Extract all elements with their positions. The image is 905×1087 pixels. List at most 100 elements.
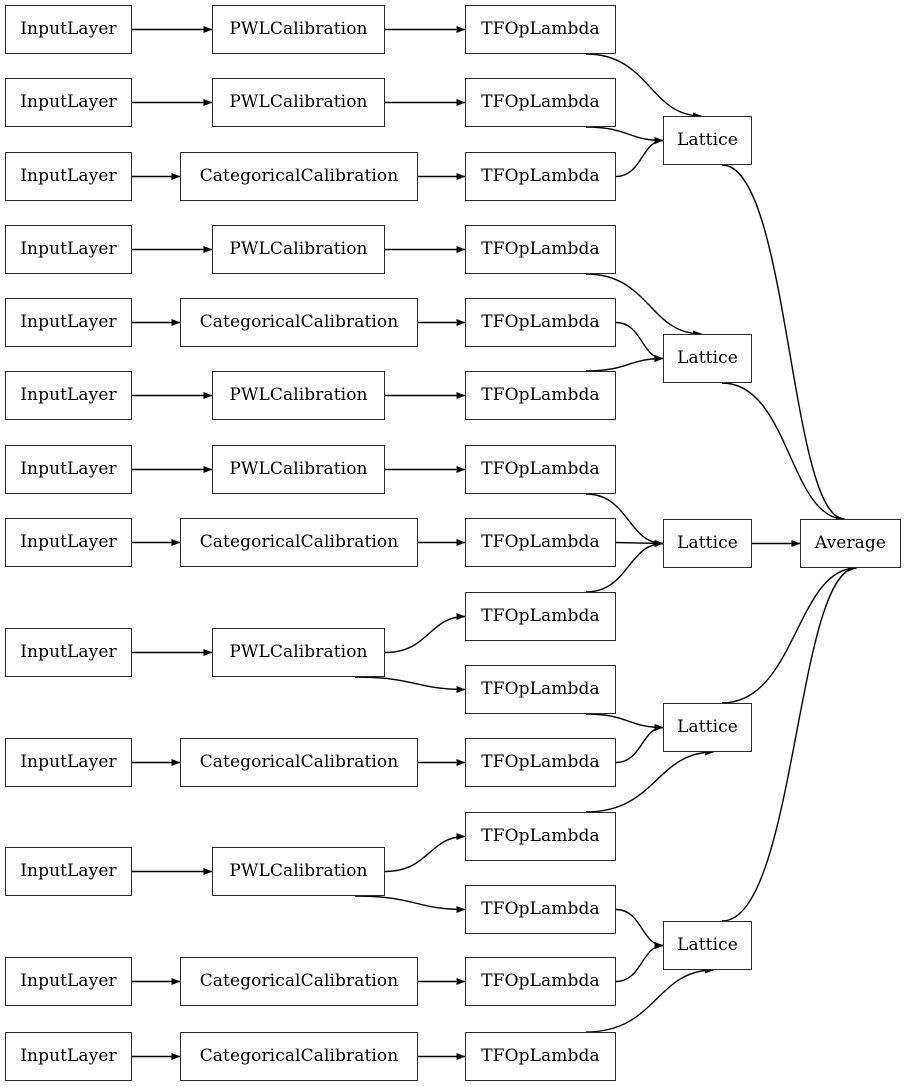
node-label: TFOpLambda	[481, 826, 600, 846]
edge-cal9-to-op9	[384, 613, 466, 654]
node-label: CategoricalCalibration	[199, 312, 399, 332]
node-label: PWLCalibration	[229, 239, 368, 259]
node-cal12[interactable]: CategoricalCalibration	[180, 957, 418, 1006]
node-label: TFOpLambda	[481, 385, 600, 405]
node-op7[interactable]: TFOpLambda	[465, 445, 616, 494]
node-label: CategoricalCalibration	[199, 1046, 399, 1066]
node-op1[interactable]: TFOpLambda	[465, 5, 616, 54]
node-label: InputLayer	[20, 459, 117, 479]
node-cal13[interactable]: CategoricalCalibration	[180, 1032, 418, 1081]
node-label: PWLCalibration	[229, 19, 368, 39]
node-op9[interactable]: TFOpLambda	[465, 592, 616, 641]
edge-op3-to-lat1	[615, 137, 664, 178]
node-in1[interactable]: InputLayer	[5, 5, 132, 54]
node-label: CategoricalCalibration	[199, 532, 399, 552]
node-op4[interactable]: TFOpLambda	[465, 225, 616, 274]
edge-op6-to-lat2	[585, 355, 664, 372]
node-label: CategoricalCalibration	[199, 166, 399, 186]
node-lat2[interactable]: Lattice	[663, 334, 752, 383]
edge-cal9-to-op10	[354, 676, 466, 693]
edge-cal11-to-op12	[384, 833, 466, 873]
node-in3[interactable]: InputLayer	[5, 152, 132, 201]
edge-op11-to-lat4	[615, 724, 664, 764]
node-in9[interactable]: InputLayer	[5, 628, 132, 677]
edge-op13-to-lat5	[615, 908, 664, 949]
node-cal4[interactable]: PWLCalibration	[212, 225, 385, 274]
node-cal5[interactable]: CategoricalCalibration	[180, 298, 418, 347]
node-op15[interactable]: TFOpLambda	[465, 1032, 616, 1081]
node-in5[interactable]: InputLayer	[5, 298, 132, 347]
node-label: TFOpLambda	[481, 971, 600, 991]
edge-cal11-to-op13	[354, 895, 466, 913]
node-in8[interactable]: InputLayer	[5, 518, 132, 567]
node-label: Lattice	[677, 130, 738, 150]
node-label: InputLayer	[20, 239, 117, 259]
node-label: CategoricalCalibration	[199, 971, 399, 991]
node-label: TFOpLambda	[481, 312, 600, 332]
node-label: CategoricalCalibration	[199, 752, 399, 772]
edge-lat2-to-avg	[721, 382, 845, 523]
node-cal10[interactable]: CategoricalCalibration	[180, 738, 418, 787]
node-label: Lattice	[677, 348, 738, 368]
node-label: InputLayer	[20, 532, 117, 552]
node-cal7[interactable]: PWLCalibration	[212, 445, 385, 494]
node-op11[interactable]: TFOpLambda	[465, 738, 616, 787]
node-label: TFOpLambda	[481, 19, 600, 39]
node-label: InputLayer	[20, 752, 117, 772]
node-op13[interactable]: TFOpLambda	[465, 885, 616, 934]
node-lat1[interactable]: Lattice	[663, 116, 752, 165]
node-op10[interactable]: TFOpLambda	[465, 665, 616, 714]
node-label: Average	[814, 533, 887, 553]
node-label: PWLCalibration	[229, 385, 368, 405]
node-in7[interactable]: InputLayer	[5, 445, 132, 494]
node-label: Lattice	[677, 935, 738, 955]
node-in4[interactable]: InputLayer	[5, 225, 132, 274]
node-label: InputLayer	[20, 642, 117, 662]
node-op6[interactable]: TFOpLambda	[465, 371, 616, 420]
node-label: PWLCalibration	[229, 642, 368, 662]
node-in11[interactable]: InputLayer	[5, 847, 132, 896]
node-cal3[interactable]: CategoricalCalibration	[180, 152, 418, 201]
node-label: InputLayer	[20, 312, 117, 332]
node-lat4[interactable]: Lattice	[663, 703, 752, 752]
node-label: PWLCalibration	[229, 459, 368, 479]
node-cal6[interactable]: PWLCalibration	[212, 371, 385, 420]
node-in13[interactable]: InputLayer	[5, 1032, 132, 1081]
node-label: InputLayer	[20, 92, 117, 112]
node-cal2[interactable]: PWLCalibration	[212, 78, 385, 127]
node-lat3[interactable]: Lattice	[663, 519, 752, 568]
node-label: TFOpLambda	[481, 166, 600, 186]
edge-op5-to-lat2	[615, 321, 664, 362]
node-op5[interactable]: TFOpLambda	[465, 298, 616, 347]
node-cal1[interactable]: PWLCalibration	[212, 5, 385, 54]
node-label: InputLayer	[20, 971, 117, 991]
node-avg[interactable]: Average	[800, 519, 901, 568]
node-label: TFOpLambda	[481, 899, 600, 919]
node-label: InputLayer	[20, 385, 117, 405]
node-op2[interactable]: TFOpLambda	[465, 78, 616, 127]
node-cal11[interactable]: PWLCalibration	[212, 847, 385, 896]
node-op8[interactable]: TFOpLambda	[465, 518, 616, 567]
node-label: TFOpLambda	[481, 92, 600, 112]
node-label: Lattice	[677, 717, 738, 737]
node-in6[interactable]: InputLayer	[5, 371, 132, 420]
edge-op8-to-lat3	[615, 539, 664, 547]
node-in12[interactable]: InputLayer	[5, 957, 132, 1006]
node-in2[interactable]: InputLayer	[5, 78, 132, 127]
node-op3[interactable]: TFOpLambda	[465, 152, 616, 201]
edge-op14-to-lat5	[615, 942, 664, 983]
node-label: InputLayer	[20, 19, 117, 39]
node-label: TFOpLambda	[481, 532, 600, 552]
node-op12[interactable]: TFOpLambda	[465, 812, 616, 861]
node-cal9[interactable]: PWLCalibration	[212, 628, 385, 677]
node-label: InputLayer	[20, 861, 117, 881]
node-label: InputLayer	[20, 166, 117, 186]
node-lat5[interactable]: Lattice	[663, 921, 752, 970]
node-op14[interactable]: TFOpLambda	[465, 957, 616, 1006]
node-cal8[interactable]: CategoricalCalibration	[180, 518, 418, 567]
node-in10[interactable]: InputLayer	[5, 738, 132, 787]
edge-lat4-to-avg	[721, 564, 857, 704]
node-label: PWLCalibration	[229, 861, 368, 881]
node-label: InputLayer	[20, 1046, 117, 1066]
